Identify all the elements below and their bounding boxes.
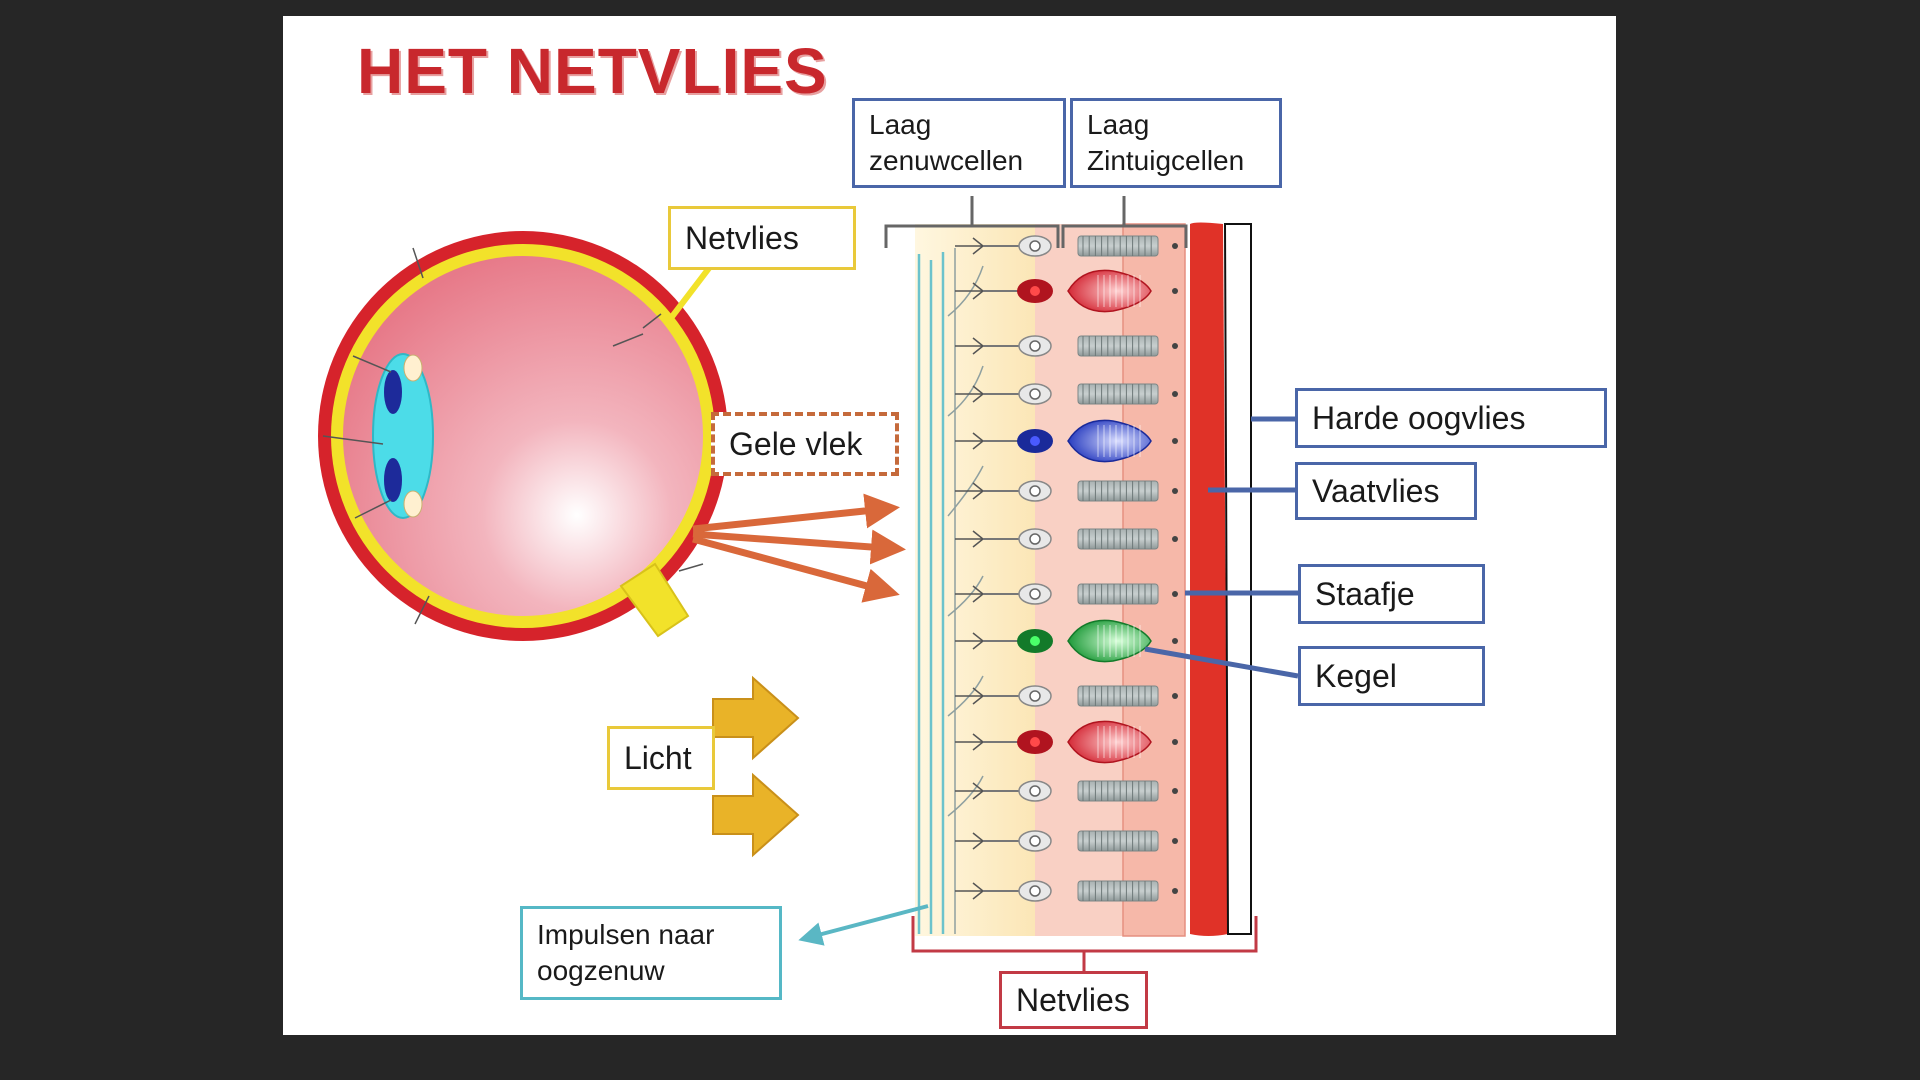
- rod-segment: [1077, 335, 1159, 357]
- rod-segment: [1077, 235, 1159, 257]
- retina-arrows: [692, 493, 906, 603]
- iris-top: [384, 370, 402, 414]
- label-impulsen: Impulsen naar oogzenuw: [520, 906, 782, 1000]
- label-licht: Licht: [607, 726, 715, 790]
- vaatvlies-layer: [1190, 222, 1228, 936]
- label-netvlies-top: Netvlies: [668, 206, 856, 270]
- light-arrows: [712, 675, 800, 858]
- rod-segment: [1077, 880, 1159, 902]
- label-staafje: Staafje: [1298, 564, 1485, 624]
- page-title: HET NETVLIES: [357, 35, 828, 107]
- impulse-arrow: [798, 904, 929, 946]
- bottom-bracket: [911, 916, 1258, 974]
- label-laag-zintuigcellen: Laag Zintuigcellen: [1070, 98, 1282, 188]
- slide: HET NETVLIES Netvlies Gele vlek Licht Im…: [283, 16, 1616, 1035]
- lens: [372, 353, 434, 519]
- rod-segment: [1077, 685, 1159, 707]
- rod-segment: [1077, 583, 1159, 605]
- label-gele-vlek: Gele vlek: [711, 412, 899, 476]
- label-kegel: Kegel: [1298, 646, 1485, 706]
- rod-segment: [1077, 830, 1159, 852]
- iris-bottom: [384, 458, 402, 502]
- eye-illustration: [318, 231, 728, 641]
- rod-segment: [1077, 383, 1159, 405]
- right-pointers: [1144, 416, 1299, 679]
- label-vaatvlies: Vaatvlies: [1295, 462, 1477, 520]
- label-netvlies-bottom: Netvlies: [999, 971, 1148, 1029]
- optic-nerve: [619, 562, 690, 638]
- top-brackets: [884, 196, 1188, 248]
- retina-diagram: [318, 196, 1299, 974]
- harde-oogvlies-layer: [1223, 223, 1252, 935]
- rod-segment: [1077, 780, 1159, 802]
- label-laag-zenuwcellen: Laag zenuwcellen: [852, 98, 1066, 188]
- label-harde-oogvlies: Harde oogvlies: [1295, 388, 1607, 448]
- retina-section: [915, 222, 1252, 937]
- rod-segment: [1077, 480, 1159, 502]
- rod-segment: [1077, 528, 1159, 550]
